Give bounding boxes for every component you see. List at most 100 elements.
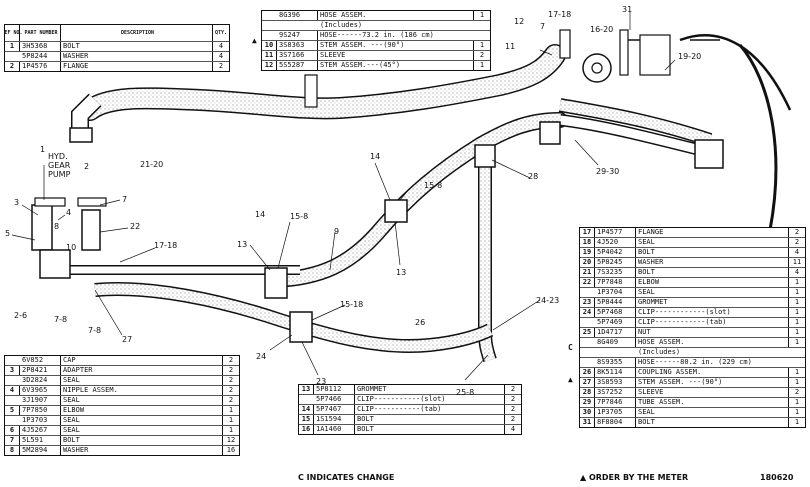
callout-22: 22 xyxy=(130,222,141,231)
callout-27: 27 xyxy=(122,335,133,344)
callout-19-20: 19-20 xyxy=(678,52,702,61)
callout-10: 10 xyxy=(66,243,77,252)
parts-table-pump-flange: REF NO. PART NUMBER DESCRIPTION QTY. 13H… xyxy=(4,24,230,72)
callout-7-b: 7 xyxy=(540,22,546,31)
table-row: (Includes) xyxy=(262,21,490,31)
order-by-meter-mark: ▲ xyxy=(252,36,257,45)
order-note: ▲ ORDER BY THE METER xyxy=(580,473,689,482)
callout-7-8: 7-8 xyxy=(54,315,68,324)
callout-26: 26 xyxy=(415,318,426,327)
callout-23: 23 xyxy=(316,377,327,386)
header-description: DESCRIPTION xyxy=(120,29,155,36)
change-note: C INDICATES CHANGE xyxy=(298,473,395,482)
callout-5: 5 xyxy=(5,229,11,238)
callout-28: 28 xyxy=(528,172,539,181)
callout-16-20: 16-20 xyxy=(590,25,614,34)
callout-4: 4 xyxy=(66,208,72,217)
callout-11: 11 xyxy=(505,42,516,51)
callout-14: 14 xyxy=(255,210,266,219)
header-ref-no: REF NO. xyxy=(5,25,23,41)
callout-13-b: 13 xyxy=(396,268,407,277)
callout-24: 24 xyxy=(256,352,267,361)
pump-label: HYD. GEAR PUMP xyxy=(48,152,71,179)
callout-3: 3 xyxy=(14,198,20,207)
callout-24-23: 24-23 xyxy=(536,296,560,305)
callout-2: 2 xyxy=(84,162,90,171)
callout-14-b: 14 xyxy=(370,152,381,161)
order-by-meter-mark: ▲ xyxy=(568,375,573,384)
change-mark: C xyxy=(568,343,573,352)
callout-15-8: 15-8 xyxy=(290,212,309,221)
gear-pump xyxy=(31,197,107,279)
callout-21-20: 21-20 xyxy=(140,160,164,169)
figure-number: 180620 xyxy=(760,473,794,482)
callout-13: 13 xyxy=(237,240,248,249)
callout-8: 8 xyxy=(54,222,60,231)
callout-7: 7 xyxy=(122,195,128,204)
callout-2-6: 2-6 xyxy=(14,311,28,320)
header-part-number: PART NUMBER xyxy=(20,25,61,41)
table-header: REF NO. PART NUMBER DESCRIPTION QTY. xyxy=(5,25,229,42)
callout-12: 12 xyxy=(514,17,525,26)
callout-15-8-b: 15-8 xyxy=(424,181,443,190)
callout-17-18-b: 17-18 xyxy=(548,10,572,19)
callout-25-8: 25-8 xyxy=(456,388,475,397)
callout-29-30: 29-30 xyxy=(596,167,620,176)
callout-1: 1 xyxy=(40,145,46,154)
header-qty: QTY. xyxy=(212,25,229,41)
callout-15-18: 15-18 xyxy=(340,300,364,309)
callout-7-8-b: 7-8 xyxy=(88,326,102,335)
callout-17-18: 17-18 xyxy=(154,241,178,250)
callout-9: 9 xyxy=(334,227,340,236)
callout-31: 31 xyxy=(622,5,633,14)
table-row: (Includes) xyxy=(580,348,805,358)
